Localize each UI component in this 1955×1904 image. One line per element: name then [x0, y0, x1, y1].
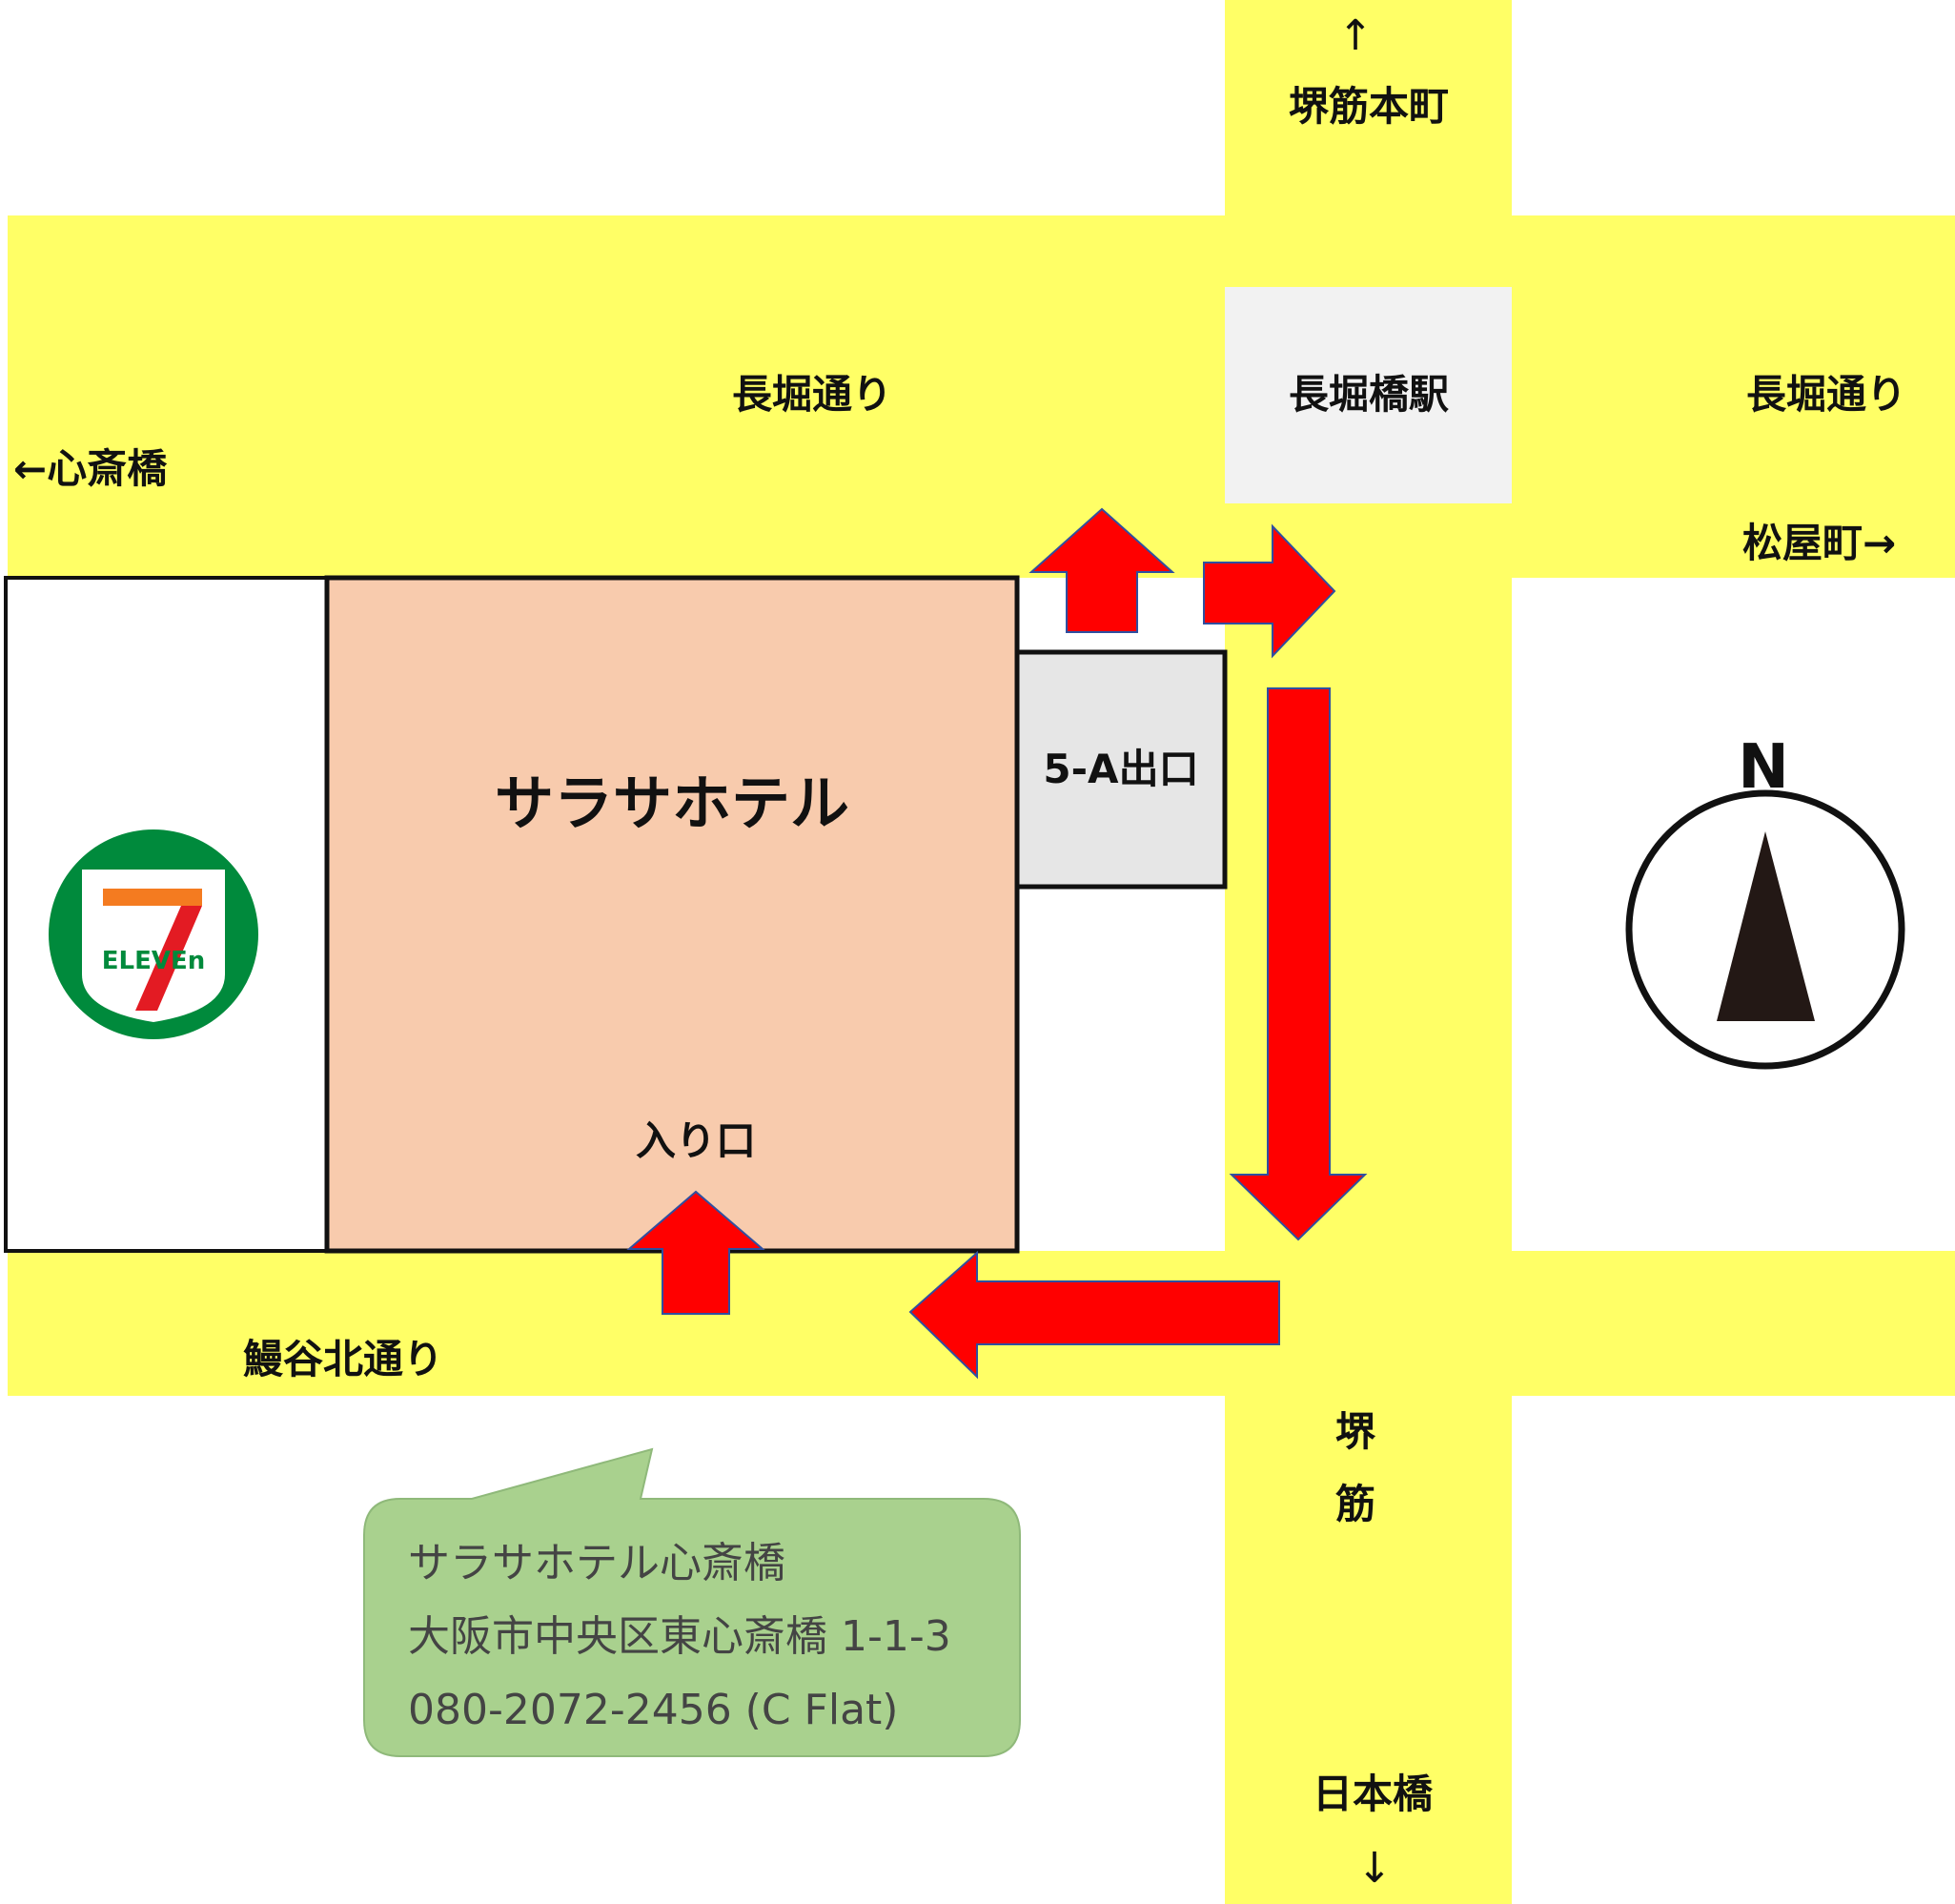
station-block	[1225, 287, 1512, 503]
sakai-label: 堺	[1335, 1408, 1376, 1455]
seven-eleven-logo-icon: ELEVEn	[49, 829, 258, 1039]
route-arrow-left-unagidani	[908, 1250, 1280, 1380]
sakaisuji-honmachi-label: 堺筋本町	[1289, 83, 1449, 130]
up-arrow-label: ↑	[1338, 11, 1374, 60]
seven-eleven-logo-stroke	[135, 906, 202, 1011]
nagahori-dori-west-label: 長堀通り	[732, 371, 892, 418]
route-arrow-up-exit	[1028, 507, 1175, 633]
compass-needle	[1717, 831, 1815, 1021]
station-label: 長堀橋駅	[1289, 371, 1449, 418]
route-arrow-down-sakaisuji	[1229, 687, 1368, 1241]
seven-eleven-logo-word: ELEVEn	[102, 947, 205, 975]
suji-label: 筋	[1335, 1481, 1375, 1527]
unagidani-kita-dori-label: 鰻谷北通り	[243, 1336, 443, 1382]
hotel-building	[324, 575, 1020, 1254]
callout-address: 大阪市中央区東心斎橋 1-1-3	[408, 1612, 951, 1661]
hotel-info-callout	[363, 1447, 1021, 1757]
route-arrow-up-entrance	[626, 1190, 765, 1315]
callout-hotel-name: サラサホテル心斎橋	[408, 1539, 785, 1587]
compass-north-label: N	[1738, 732, 1789, 803]
nagahori-dori-east-label: 長堀通り	[1746, 371, 1906, 418]
nipponbashi-label: 日本橋	[1313, 1771, 1433, 1817]
route-arrow-right-exit	[1203, 523, 1336, 659]
compass-icon: N	[1625, 732, 1905, 1070]
hotel-label: サラサホテル	[495, 768, 849, 838]
entrance-label: 入り口	[636, 1117, 756, 1164]
matsuyamachi-label: 松屋町→	[1742, 520, 1896, 566]
exit-5a-block	[1014, 649, 1228, 890]
seven-eleven-logo-bar	[103, 889, 202, 906]
compass-circle	[1625, 789, 1905, 1070]
callout-phone: 080-2072-2456 (C Flat)	[408, 1686, 899, 1734]
shinsaibashi-label: ←心斎橋	[13, 445, 167, 492]
down-arrow-label: ↓	[1357, 1844, 1393, 1893]
exit-5a-label: 5-A出口	[1043, 746, 1198, 792]
nagahori-dori-road	[8, 215, 1955, 578]
